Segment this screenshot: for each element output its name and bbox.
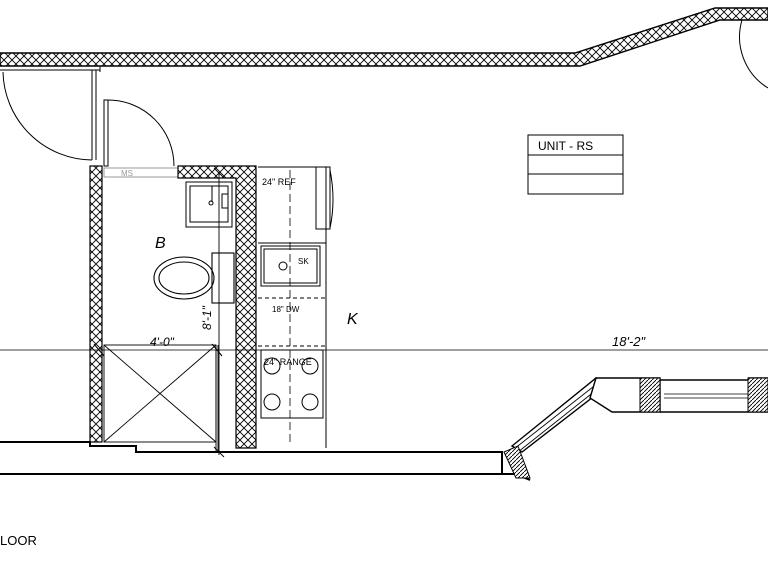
exterior-wall-bottom — [0, 441, 531, 481]
dimension-bath-width-text: 4'-0" — [150, 335, 175, 349]
bath-wall-right — [177, 165, 257, 449]
bath-door — [103, 99, 175, 167]
unit-table — [527, 134, 624, 195]
ref-label: 24" REF — [262, 177, 296, 187]
dimension-unit-length-text: 18'-2" — [612, 334, 647, 349]
dimension-bath-depth — [213, 167, 225, 458]
ms-label: MS — [121, 169, 133, 178]
bath-wall-left — [89, 165, 103, 443]
floor-caption: LOOR — [0, 533, 37, 548]
door-top-right — [739, 19, 768, 89]
lavatory — [185, 181, 233, 228]
shower — [103, 344, 219, 452]
kitchen-counter — [258, 166, 327, 448]
kitchen-sink — [260, 245, 321, 287]
dimension-bath-width — [0, 343, 768, 357]
dishwasher-label: 18" DW — [272, 305, 300, 314]
range-label: 24" RANGE — [264, 357, 312, 367]
medicine-shelf: MS — [103, 167, 181, 178]
window-jambs — [503, 377, 768, 479]
bath-room-label: B — [155, 235, 166, 252]
unit-table-title: UNIT - RS — [538, 139, 593, 153]
exterior-wall-top — [0, 7, 768, 72]
toilet — [153, 252, 235, 304]
kitchen-room-label: K — [347, 311, 359, 328]
refrigerator — [315, 166, 334, 230]
range — [260, 349, 324, 419]
entry-door — [2, 70, 97, 161]
sink-label: SK — [298, 257, 309, 266]
dimension-bath-depth-text: 8'-1" — [200, 305, 214, 330]
